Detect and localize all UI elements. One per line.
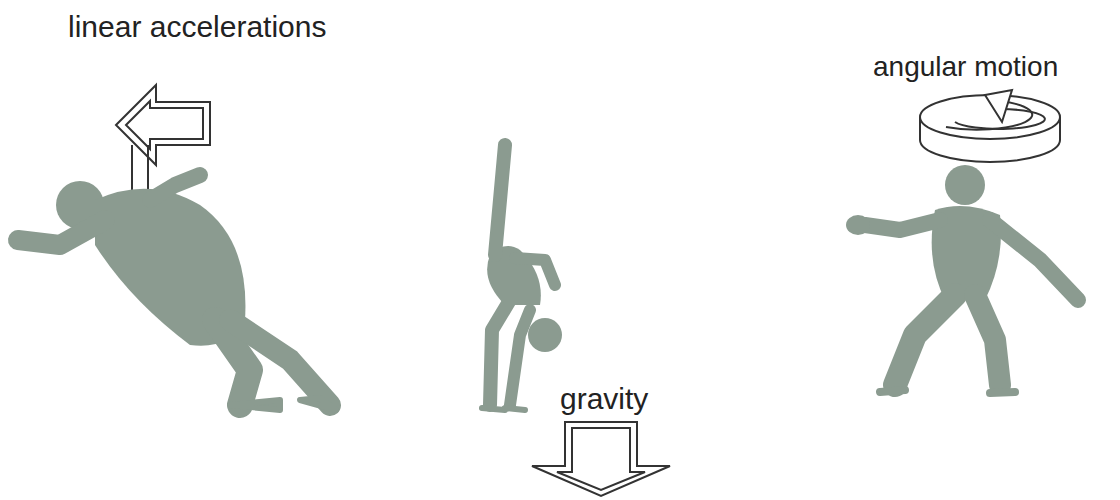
sprinter-figure (18, 175, 336, 410)
annotation-label: linear accelerations (68, 10, 326, 43)
gymnast-figure (482, 145, 562, 410)
discus-thrower-figure (846, 165, 1078, 393)
angular-disc (920, 90, 1060, 162)
annotation-label: angular motion (873, 52, 1058, 83)
gravity-arrow (532, 422, 670, 496)
annotation-label: gravity (560, 382, 648, 415)
